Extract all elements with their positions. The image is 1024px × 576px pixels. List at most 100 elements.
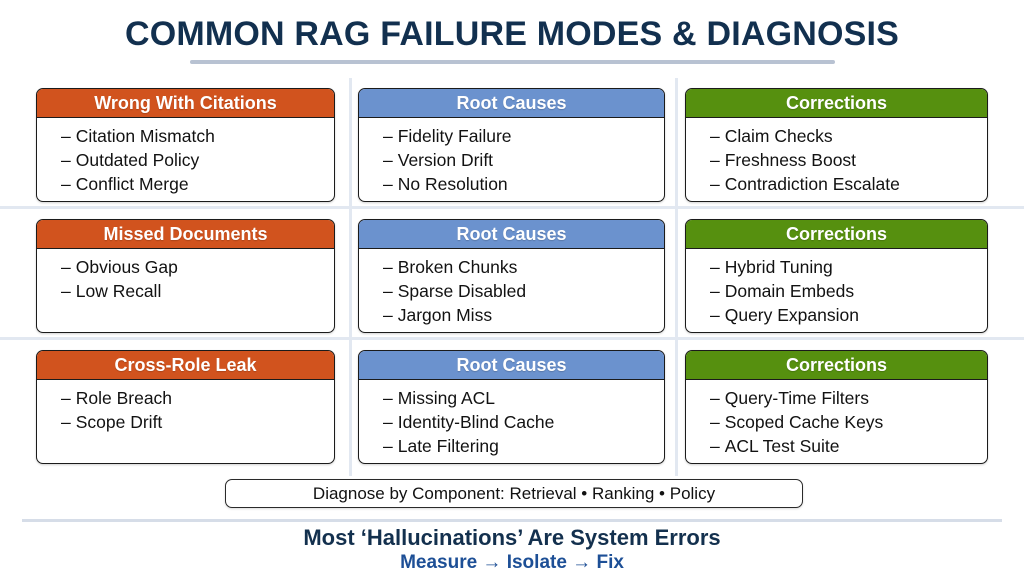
list-item-label: Obvious Gap <box>75 257 178 277</box>
footer-divider <box>22 519 1002 522</box>
bullet-dash-icon: – <box>710 281 720 301</box>
card-body: –Missing ACL –Identity-Blind Cache –Late… <box>359 380 664 458</box>
list-item-label: Version Drift <box>397 150 494 170</box>
list-item-label: Low Recall <box>75 281 162 301</box>
corrections-card[interactable]: Corrections –Hybrid Tuning –Domain Embed… <box>685 219 988 333</box>
bullet-dash-icon: – <box>383 436 393 456</box>
grid-cell-causes: Root Causes –Broken Chunks –Sparse Disab… <box>349 213 675 341</box>
card-header-corrections: Corrections <box>686 220 987 249</box>
list-item: –No Resolution <box>383 172 664 196</box>
card-body: –Citation Mismatch –Outdated Policy –Con… <box>37 118 334 196</box>
bullet-dash-icon: – <box>383 305 393 325</box>
bullet-dash-icon: – <box>61 150 71 170</box>
bullet-dash-icon: – <box>383 150 393 170</box>
list-item: –Scoped Cache Keys <box>710 410 987 434</box>
list-item: –Late Filtering <box>383 434 664 458</box>
grid-cell-corrections: Corrections –Query-Time Filters –Scoped … <box>675 344 1024 472</box>
list-item-label: Sparse Disabled <box>397 281 527 301</box>
root-causes-card[interactable]: Root Causes –Fidelity Failure –Version D… <box>358 88 665 202</box>
grid-cell-corrections: Corrections –Hybrid Tuning –Domain Embed… <box>675 213 1024 341</box>
list-item-label: Scoped Cache Keys <box>724 412 884 432</box>
failure-card[interactable]: Missed Documents –Obvious Gap –Low Recal… <box>36 219 335 333</box>
bullet-dash-icon: – <box>383 174 393 194</box>
bullet-dash-icon: – <box>61 126 71 146</box>
root-causes-card[interactable]: Root Causes –Missing ACL –Identity-Blind… <box>358 350 665 464</box>
list-item-label: Query-Time Filters <box>724 388 869 408</box>
failure-card[interactable]: Wrong With Citations –Citation Mismatch … <box>36 88 335 202</box>
list-item-label: Domain Embeds <box>724 281 855 301</box>
bullet-dash-icon: – <box>710 436 720 456</box>
bullet-dash-icon: – <box>61 388 71 408</box>
list-item: –Identity-Blind Cache <box>383 410 664 434</box>
list-item-label: Query Expansion <box>724 305 859 325</box>
grid-cell-failure: Missed Documents –Obvious Gap –Low Recal… <box>0 213 349 341</box>
grid-cell-causes: Root Causes –Missing ACL –Identity-Blind… <box>349 344 675 472</box>
bullet-dash-icon: – <box>710 412 720 432</box>
bullet-dash-icon: – <box>383 126 393 146</box>
bullet-dash-icon: – <box>61 174 71 194</box>
list-item-label: ACL Test Suite <box>724 436 840 456</box>
list-item: –Obvious Gap <box>61 255 334 279</box>
list-item-label: Citation Mismatch <box>75 126 215 146</box>
root-causes-card[interactable]: Root Causes –Broken Chunks –Sparse Disab… <box>358 219 665 333</box>
grid-cell-causes: Root Causes –Fidelity Failure –Version D… <box>349 82 675 210</box>
list-item: –Claim Checks <box>710 124 987 148</box>
card-body: –Obvious Gap –Low Recall <box>37 249 334 303</box>
failure-mode-grid: Wrong With Citations –Citation Mismatch … <box>0 78 1024 476</box>
list-item: –Contradiction Escalate <box>710 172 987 196</box>
list-item: –Scope Drift <box>61 410 334 434</box>
card-header-corrections: Corrections <box>686 351 987 380</box>
card-body: –Claim Checks –Freshness Boost –Contradi… <box>686 118 987 196</box>
failure-card[interactable]: Cross-Role Leak –Role Breach –Scope Drif… <box>36 350 335 464</box>
list-item: –Role Breach <box>61 386 334 410</box>
bullet-dash-icon: – <box>61 412 71 432</box>
row-divider-2 <box>0 337 1024 340</box>
grid-cell-failure: Wrong With Citations –Citation Mismatch … <box>0 82 349 210</box>
list-item: –Query Expansion <box>710 303 987 327</box>
card-body: –Query-Time Filters –Scoped Cache Keys –… <box>686 380 987 458</box>
list-item-label: Missing ACL <box>397 388 495 408</box>
list-item: –Freshness Boost <box>710 148 987 172</box>
list-item: –ACL Test Suite <box>710 434 987 458</box>
card-header-causes: Root Causes <box>359 89 664 118</box>
list-item: –Jargon Miss <box>383 303 664 327</box>
list-item-label: Jargon Miss <box>397 305 493 325</box>
card-header-causes: Root Causes <box>359 220 664 249</box>
list-item-label: Conflict Merge <box>75 174 189 194</box>
list-item-label: Freshness Boost <box>724 150 857 170</box>
list-item: –Query-Time Filters <box>710 386 987 410</box>
list-item: –Low Recall <box>61 279 334 303</box>
card-body: –Hybrid Tuning –Domain Embeds –Query Exp… <box>686 249 987 327</box>
bullet-dash-icon: – <box>710 150 720 170</box>
bullet-dash-icon: – <box>61 257 71 277</box>
bullet-dash-icon: – <box>383 388 393 408</box>
list-item: –Missing ACL <box>383 386 664 410</box>
list-item-label: Late Filtering <box>397 436 499 456</box>
list-item-label: Claim Checks <box>724 126 833 146</box>
card-header-failure: Missed Documents <box>37 220 334 249</box>
list-item: –Broken Chunks <box>383 255 664 279</box>
list-item: –Hybrid Tuning <box>710 255 987 279</box>
card-body: –Fidelity Failure –Version Drift –No Res… <box>359 118 664 196</box>
bullet-dash-icon: – <box>710 257 720 277</box>
list-item: –Domain Embeds <box>710 279 987 303</box>
list-item-label: No Resolution <box>397 174 508 194</box>
card-header-failure: Cross-Role Leak <box>37 351 334 380</box>
bullet-dash-icon: – <box>61 281 71 301</box>
grid-cell-corrections: Corrections –Claim Checks –Freshness Boo… <box>675 82 1024 210</box>
bullet-dash-icon: – <box>383 257 393 277</box>
row-divider-1 <box>0 206 1024 209</box>
card-header-causes: Root Causes <box>359 351 664 380</box>
list-item-label: Role Breach <box>75 388 173 408</box>
corrections-card[interactable]: Corrections –Query-Time Filters –Scoped … <box>685 350 988 464</box>
list-item: –Fidelity Failure <box>383 124 664 148</box>
bullet-dash-icon: – <box>710 174 720 194</box>
corrections-card[interactable]: Corrections –Claim Checks –Freshness Boo… <box>685 88 988 202</box>
grid-row: Cross-Role Leak –Role Breach –Scope Drif… <box>0 344 1024 472</box>
list-item: –Version Drift <box>383 148 664 172</box>
list-item-label: Identity-Blind Cache <box>397 412 555 432</box>
grid-row: Wrong With Citations –Citation Mismatch … <box>0 82 1024 210</box>
bullet-dash-icon: – <box>383 281 393 301</box>
list-item: –Citation Mismatch <box>61 124 334 148</box>
